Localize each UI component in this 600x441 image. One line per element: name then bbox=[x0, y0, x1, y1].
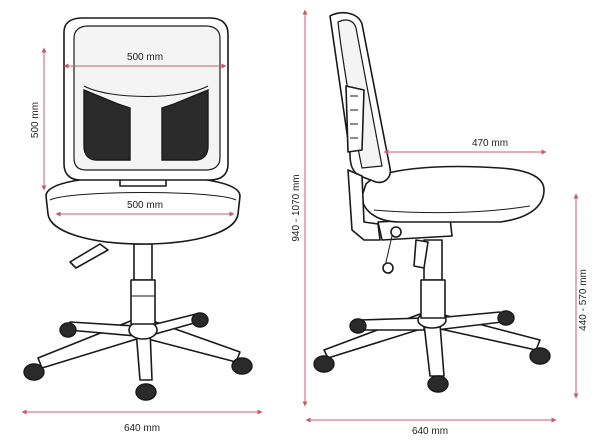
front-backrest bbox=[63, 17, 229, 181]
dim-front-base-label: 640 mm bbox=[124, 423, 160, 434]
dim-side-base-label: 640 mm bbox=[412, 426, 448, 437]
side-cylinder bbox=[420, 239, 446, 319]
front-lever bbox=[69, 243, 109, 269]
dim-seat-width-label: 500 mm bbox=[127, 200, 163, 211]
side-seat bbox=[361, 165, 545, 223]
side-base bbox=[313, 310, 551, 393]
side-backrest bbox=[329, 11, 392, 241]
dim-overall-height-label: 940 - 1070 mm bbox=[291, 174, 302, 241]
dim-seat-height-label: 440 - 570 mm bbox=[578, 269, 589, 331]
front-cylinder bbox=[130, 243, 156, 325]
front-base bbox=[23, 312, 253, 401]
side-view bbox=[313, 11, 551, 393]
side-mechanism bbox=[377, 217, 453, 275]
dim-backrest-height-label: 500 mm bbox=[30, 102, 41, 138]
side-dimensions: 940 - 1070 mm 470 mm 440 - 570 mm 640 mm bbox=[291, 9, 589, 437]
dim-seat-depth-label: 470 mm bbox=[472, 138, 508, 149]
front-view bbox=[23, 17, 253, 401]
front-dimensions: 500 mm 500 mm 500 mm 640 mm bbox=[21, 47, 263, 434]
dim-backrest-width-label: 500 mm bbox=[127, 52, 163, 63]
